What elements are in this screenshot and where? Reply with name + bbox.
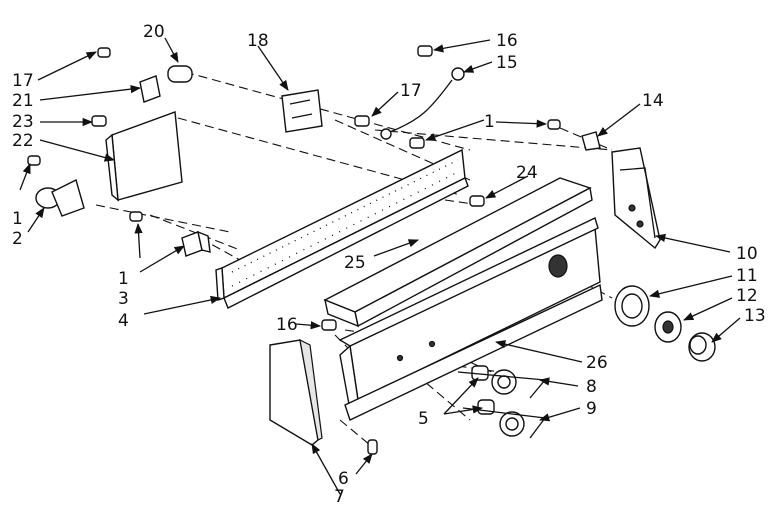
callout-10: 10 (736, 244, 758, 264)
left-switch (27, 155, 85, 217)
callout-9: 9 (586, 399, 597, 419)
callout-18: 18 (247, 31, 269, 51)
callout-20: 20 (143, 22, 165, 42)
callout-21: 21 (12, 91, 34, 111)
callout-13: 13 (744, 306, 766, 326)
right-end-cap (611, 147, 661, 250)
callout-labels: 20 17 21 23 22 1 2 18 16 15 17 1 14 24 2… (12, 22, 766, 507)
trim-panel (323, 177, 593, 328)
callout-26: 26 (586, 353, 608, 373)
callout-14: 14 (642, 91, 664, 111)
console-housing (338, 217, 603, 421)
callout-12: 12 (736, 286, 758, 306)
callout-6: 6 (338, 469, 349, 489)
callout-16-lower: 16 (276, 315, 298, 335)
callout-4: 4 (118, 311, 129, 331)
upper-left-components (91, 47, 193, 202)
callout-1-left: 1 (12, 209, 23, 229)
callout-3: 3 (118, 289, 129, 309)
callout-5: 5 (418, 409, 429, 429)
callout-1-mid: 1 (484, 112, 495, 132)
top-bracket (281, 89, 323, 133)
callout-1-lower: 1 (118, 269, 129, 289)
rear-channel (215, 148, 469, 309)
callout-17-mid: 17 (400, 81, 422, 101)
callout-15: 15 (496, 53, 518, 73)
callout-11: 11 (736, 266, 758, 286)
callout-23: 23 (12, 112, 34, 132)
callout-17-left: 17 (12, 71, 34, 91)
callout-22: 22 (12, 131, 34, 151)
callout-24: 24 (516, 163, 538, 183)
left-end-cap (269, 338, 323, 446)
bracket-part (129, 211, 211, 257)
leader-lines (19, 37, 741, 495)
callout-8: 8 (586, 377, 597, 397)
callout-7: 7 (334, 487, 345, 507)
fasteners (321, 45, 601, 455)
callout-25: 25 (344, 253, 366, 273)
knob-assembly (614, 285, 716, 362)
small-knobs (457, 365, 547, 439)
callout-2: 2 (12, 229, 23, 249)
callout-16-top: 16 (496, 31, 518, 51)
